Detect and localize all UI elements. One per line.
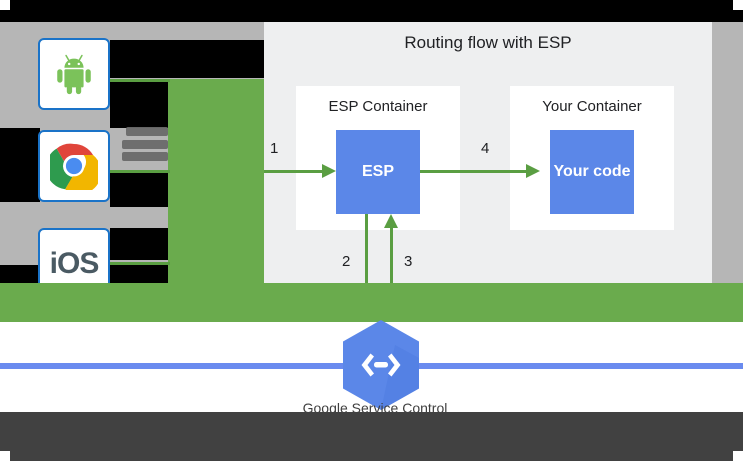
redaction-block-5 — [110, 228, 168, 260]
arrow-3-head — [384, 214, 398, 228]
top-black-bar — [0, 0, 743, 22]
arrow-1-head — [322, 164, 336, 178]
client-tile-chrome[interactable] — [38, 130, 110, 202]
your-container-title: Your Container — [542, 98, 642, 115]
arrow-4-line — [420, 170, 530, 173]
panel-title: Routing flow with ESP — [404, 33, 572, 52]
arrow-1-label: 1 — [270, 140, 279, 157]
redaction-block-4 — [110, 173, 168, 207]
redaction-block-1 — [110, 40, 266, 78]
arrow-3-line — [390, 226, 393, 322]
corner-bottom-left — [0, 451, 10, 461]
esp-box[interactable]: ESP — [336, 130, 420, 214]
arrow-1-line — [264, 170, 326, 173]
redaction-block-3 — [0, 128, 40, 202]
obscured-text-3 — [122, 152, 168, 161]
esp-container-title: ESP Container — [328, 98, 428, 115]
chrome-icon — [50, 143, 98, 190]
arrow-4-label: 4 — [481, 140, 490, 157]
corner-bottom-right — [733, 451, 743, 461]
android-icon — [57, 54, 91, 95]
arrow-2-line — [365, 214, 368, 322]
ios-label: iOS — [49, 247, 100, 280]
connector-chrome — [110, 170, 170, 173]
corner-top-left — [0, 0, 10, 10]
arrow-2-label: 2 — [342, 253, 351, 270]
bottom-dark-bar — [0, 412, 743, 461]
client-tile-android[interactable] — [38, 38, 110, 110]
green-highlight-block — [168, 79, 264, 283]
connector-android — [110, 79, 170, 82]
obscured-text-1 — [126, 127, 168, 136]
green-band — [0, 283, 743, 322]
obscured-text-2 — [122, 140, 168, 149]
arrow-3-label: 3 — [404, 253, 413, 270]
api-hexagon-icon — [343, 320, 419, 410]
redaction-block-2 — [110, 82, 168, 128]
service-control-node[interactable] — [340, 318, 422, 412]
corner-top-right — [733, 0, 743, 10]
connector-ios — [110, 262, 170, 265]
your-code-box[interactable]: Your code — [550, 130, 634, 214]
arrow-4-head — [526, 164, 540, 178]
